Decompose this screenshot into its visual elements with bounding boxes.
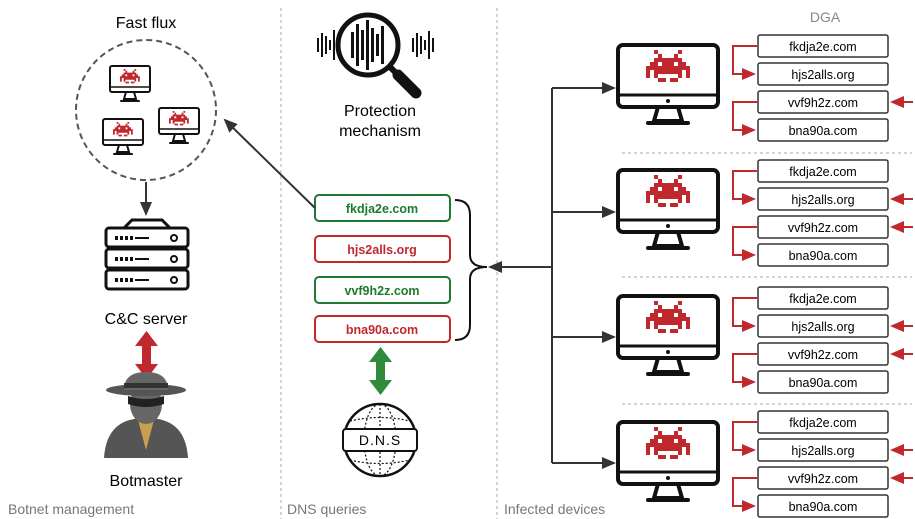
dga-domain: vvf9h2z.com (788, 221, 858, 235)
dga-red-arrow (732, 170, 757, 205)
dga-domain: bna90a.com (789, 124, 858, 138)
dga-domain: bna90a.com (789, 249, 858, 263)
query-box-4: bna90a.com (314, 315, 451, 343)
dga-domain: vvf9h2z.com (788, 348, 858, 362)
dga-domain: fkdja2e.com (789, 292, 856, 306)
infected-monitor-icon (618, 422, 718, 500)
query-domain: fkdja2e.com (346, 202, 418, 216)
dns-link-arrow (369, 347, 392, 395)
dga-red-arrow (732, 45, 757, 80)
query-to-fastflux-arrow (223, 118, 316, 209)
dga-domain: fkdja2e.com (789, 40, 856, 54)
dga-red-arrow (732, 353, 757, 388)
dga-list: fkdja2e.com hjs2alls.org vvf9h2z.com bna… (757, 159, 889, 267)
query-domain: vvf9h2z.com (344, 284, 419, 298)
dga-red-arrow (732, 297, 757, 332)
dga-red-arrow (732, 477, 757, 512)
section-label-botnet: Botnet management (8, 501, 134, 517)
dga-domain: vvf9h2z.com (788, 96, 858, 110)
dga-red-arrow (732, 421, 757, 456)
botmaster-icon (104, 372, 188, 458)
dga-red-arrow (732, 101, 757, 136)
cc-server-label: C&C server (105, 311, 188, 328)
dga-domain: fkdja2e.com (789, 165, 856, 179)
query-domain: bna90a.com (346, 323, 418, 337)
protection-label-line1: Protection (344, 103, 416, 120)
protection-label-line2: mechanism (339, 123, 421, 140)
flux-node-monitor-icon (159, 108, 199, 143)
dga-list: fkdja2e.com hjs2alls.org vvf9h2z.com bna… (757, 34, 889, 142)
dga-domain: fkdja2e.com (789, 416, 856, 430)
infected-monitor-icon (618, 45, 718, 123)
dga-label: DGA (810, 9, 841, 25)
query-box-1: fkdja2e.com (314, 194, 451, 222)
fast-flux-label: Fast flux (116, 15, 176, 32)
dga-domain: hjs2alls.org (791, 320, 854, 334)
cc-botmaster-link-arrow (135, 331, 158, 379)
query-domain: hjs2alls.org (347, 243, 416, 257)
dga-domain: bna90a.com (789, 376, 858, 390)
dga-domain: bna90a.com (789, 500, 858, 514)
server-icon (104, 218, 190, 291)
infected-monitor-icon (618, 296, 718, 374)
flux-node-monitor-icon (110, 66, 150, 101)
dga-domain: hjs2alls.org (791, 193, 854, 207)
fast-flux-cluster (75, 39, 217, 181)
infected-device-2: fkdja2e.com hjs2alls.org vvf9h2z.com bna… (618, 159, 913, 267)
query-group-brace (454, 199, 488, 341)
dns-globe-icon (342, 402, 418, 478)
query-box-3: vvf9h2z.com (314, 276, 451, 304)
dga-red-arrow (732, 226, 757, 261)
dga-domain: hjs2alls.org (791, 444, 854, 458)
sound-search-icon (317, 12, 434, 99)
dga-list: fkdja2e.com hjs2alls.org vvf9h2z.com bna… (757, 410, 889, 518)
infected-device-1: fkdja2e.com hjs2alls.org vvf9h2z.com bna… (618, 34, 913, 142)
dga-domain: vvf9h2z.com (788, 472, 858, 486)
dga-list: fkdja2e.com hjs2alls.org vvf9h2z.com bna… (757, 286, 889, 394)
section-label-infected: Infected devices (504, 501, 605, 517)
infected-monitor-icon (618, 170, 718, 248)
infected-device-4: fkdja2e.com hjs2alls.org vvf9h2z.com bna… (618, 410, 913, 518)
dga-domain: hjs2alls.org (791, 68, 854, 82)
dns-label: D.N.S (359, 432, 401, 448)
query-box-2: hjs2alls.org (314, 235, 451, 263)
section-label-dns: DNS queries (287, 501, 366, 517)
infected-device-3: fkdja2e.com hjs2alls.org vvf9h2z.com bna… (618, 286, 913, 394)
botmaster-label: Botmaster (110, 473, 184, 490)
flux-node-monitor-icon (103, 119, 143, 154)
